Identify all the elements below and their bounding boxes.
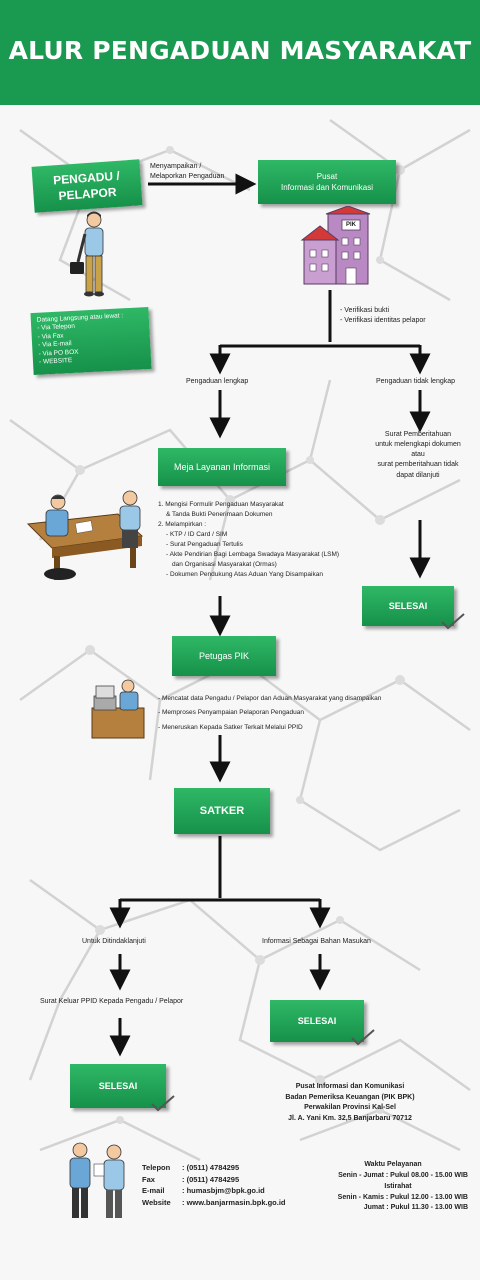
pelapor-person-icon xyxy=(70,211,104,297)
petugas-task-list: - Mencatat data Pengadu / Pelapor dan Ad… xyxy=(158,695,382,731)
meja-layanan-box: Meja Layanan Informasi xyxy=(158,448,286,486)
petugas-pik-box: Petugas PIK xyxy=(172,636,276,676)
datang-langsung-box: Datang Langsung atau lewat : - Via Telep… xyxy=(30,306,152,376)
selesai-bottom-box: SELESAI xyxy=(70,1064,166,1108)
selesai-right-box: SELESAI xyxy=(362,586,454,626)
check-mark-icon xyxy=(151,1095,175,1112)
header-banner: ALUR PENGADUAN MASYARAKAT xyxy=(0,0,480,105)
pengaduan-tidak-lengkap-label: Pengaduan tidak lengkap xyxy=(376,378,456,385)
datang-line-5: - WEBSITE xyxy=(38,357,73,366)
contact-values: : (0511) 4784295 : (0511) 4784295 : huma… xyxy=(182,1163,286,1207)
pik-building-label: PIK xyxy=(346,222,357,228)
surat-pemberitahuan-text: Surat Pemberitahuan untuk melengkapi dok… xyxy=(375,431,461,479)
waktu-pelayanan: Waktu Pelayanan Senin - Jumat : Pukul 08… xyxy=(337,1161,468,1212)
page-title: ALUR PENGADUAN MASYARAKAT xyxy=(8,36,472,65)
satker-box: SATKER xyxy=(174,788,270,834)
petugas-computer-icon xyxy=(91,679,145,739)
contact-labels: Telepon Fax E-mail Website xyxy=(142,1163,171,1207)
surat-keluar-label: Surat Keluar PPID Kepada Pengadu / Pelap… xyxy=(40,998,184,1005)
meja-requirements-list: 1. Mengisi Formulir Pengaduan Masyarakat… xyxy=(158,501,340,579)
pengaduan-lengkap-label: Pengaduan lengkap xyxy=(186,378,249,385)
handshake-people-icon xyxy=(69,1142,125,1218)
pusat-line1: Pusat xyxy=(316,171,338,181)
meja-layanan-scene-icon xyxy=(26,490,144,580)
menyampaikan-label: Menyampaikan / Melaporkan Pengaduan xyxy=(150,163,225,181)
informasi-bahan-masukan-label: Informasi Sebagai Bahan Masukan xyxy=(262,938,371,945)
verifikasi-text: - Verifikasi bukti - Verifikasi identita… xyxy=(340,307,426,325)
check-mark-icon xyxy=(441,613,465,630)
organization-info: Pusat Informasi dan Komunikasi Badan Pem… xyxy=(285,1083,415,1122)
selesai-mid-box: SELESAI xyxy=(270,1000,364,1042)
datang-line-0: Datang Langsung atau lewat : xyxy=(36,312,124,324)
pusat-box: Pusat Informasi dan Komunikasi xyxy=(258,160,396,204)
untuk-ditindaklanjuti-label: Untuk Ditindaklanjuti xyxy=(82,938,146,945)
check-mark-icon xyxy=(351,1029,375,1046)
pusat-line2: Informasi dan Komunikasi xyxy=(280,183,374,192)
pik-building-icon xyxy=(300,206,371,285)
